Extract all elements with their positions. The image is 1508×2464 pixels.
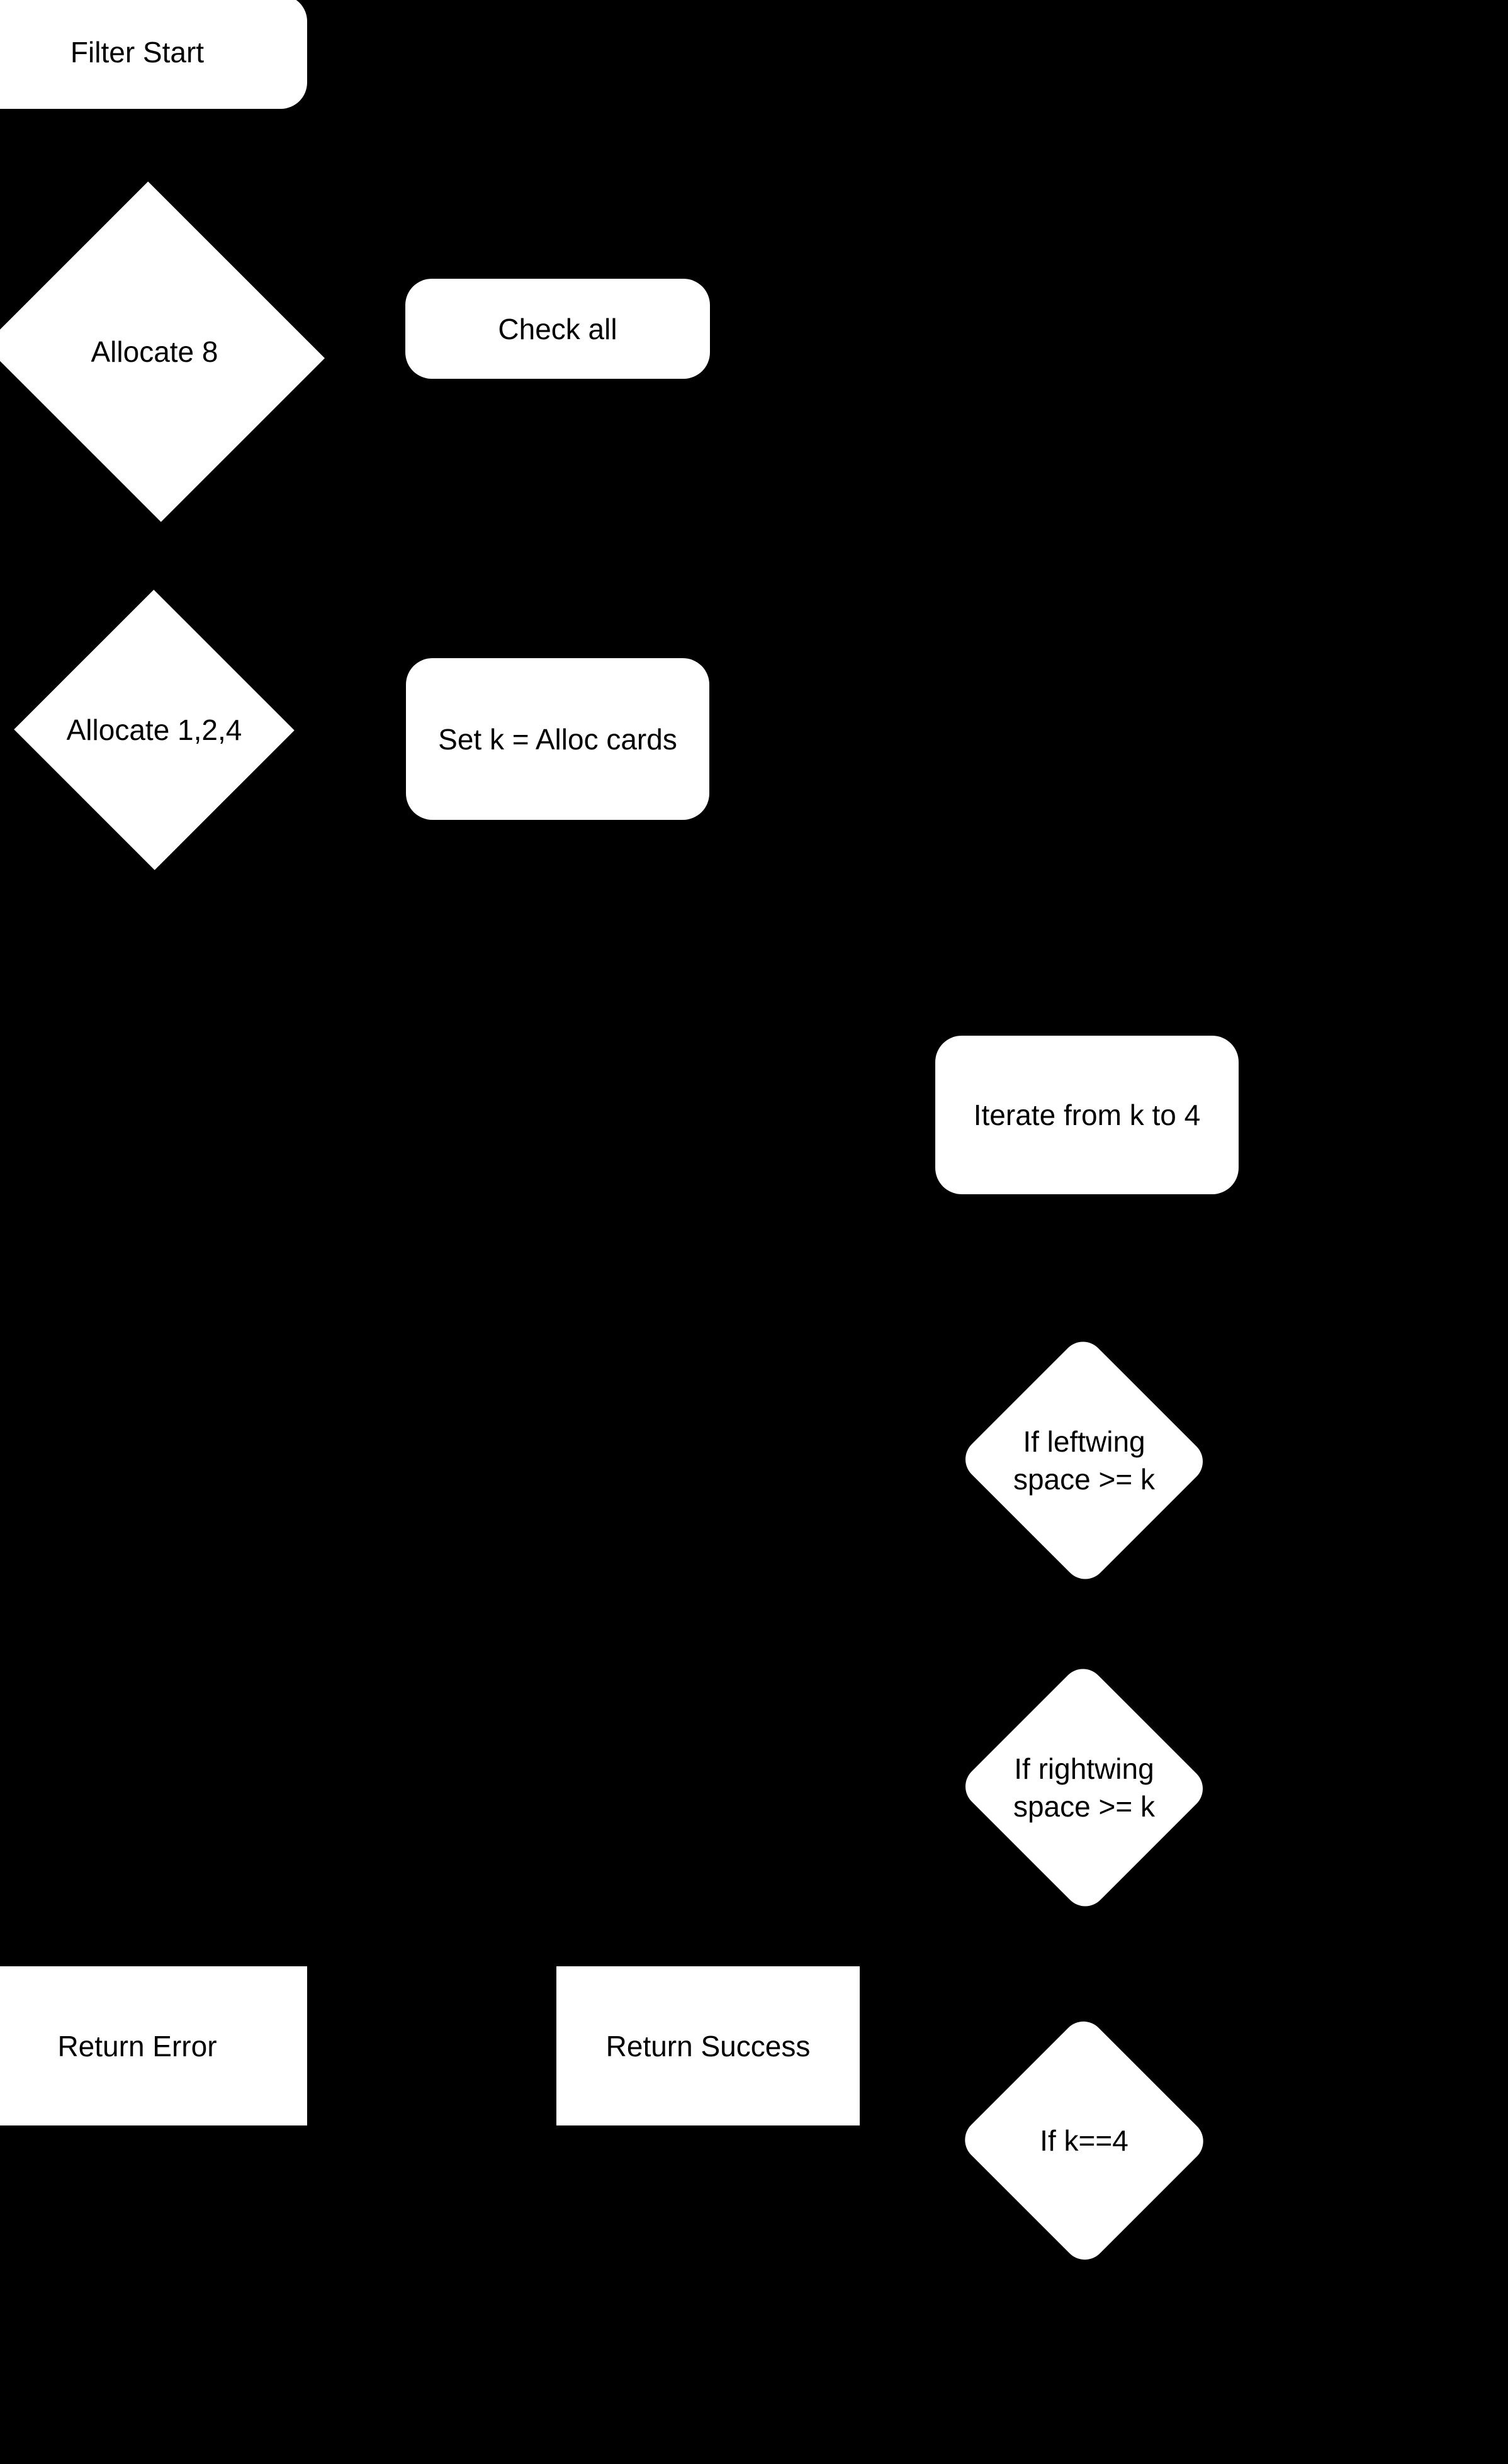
flow-node-label-iterate-from-k-to-4: Iterate from k to 4	[973, 1099, 1201, 1131]
diamond-shape-allocate-1-2-4	[14, 590, 295, 870]
diamond-shape-if-leftwing-space	[956, 1333, 1212, 1588]
flow-node-return-success[interactable]: Return Success	[556, 1966, 860, 2125]
flow-node-if-rightwing-space[interactable]: If rightwing space >= k	[956, 1660, 1212, 1915]
flow-node-label-check-all: Check all	[498, 312, 617, 345]
flow-node-label-return-error: Return Error	[57, 2029, 217, 2063]
flow-node-label-filter-start: Filter Start	[70, 35, 205, 69]
flow-node-label-return-success: Return Success	[605, 2029, 811, 2063]
flow-node-allocate-8[interactable]: Allocate 8	[0, 181, 325, 522]
diamond-shape-if-k-equals-4	[956, 2012, 1212, 2269]
flow-node-allocate-1-2-4[interactable]: Allocate 1,2,4	[14, 590, 295, 870]
flow-node-if-k-equals-4[interactable]: If k==4	[956, 2012, 1212, 2269]
flow-node-set-k-alloc-cards[interactable]: Set k = Alloc cards	[406, 658, 709, 820]
flow-node-return-error[interactable]: Return Error	[0, 1966, 307, 2125]
flow-node-if-leftwing-space[interactable]: If leftwing space >= k	[956, 1333, 1212, 1588]
diamond-shape-allocate-8	[0, 181, 325, 522]
flow-node-label-set-k-alloc-cards: Set k = Alloc cards	[438, 722, 677, 756]
flow-node-filter-start[interactable]: Filter Start	[0, 0, 307, 109]
diamond-shape-if-rightwing-space	[956, 1660, 1212, 1915]
flow-node-check-all[interactable]: Check all	[405, 279, 710, 379]
flow-node-iterate-from-k-to-4[interactable]: Iterate from k to 4	[935, 1036, 1239, 1194]
